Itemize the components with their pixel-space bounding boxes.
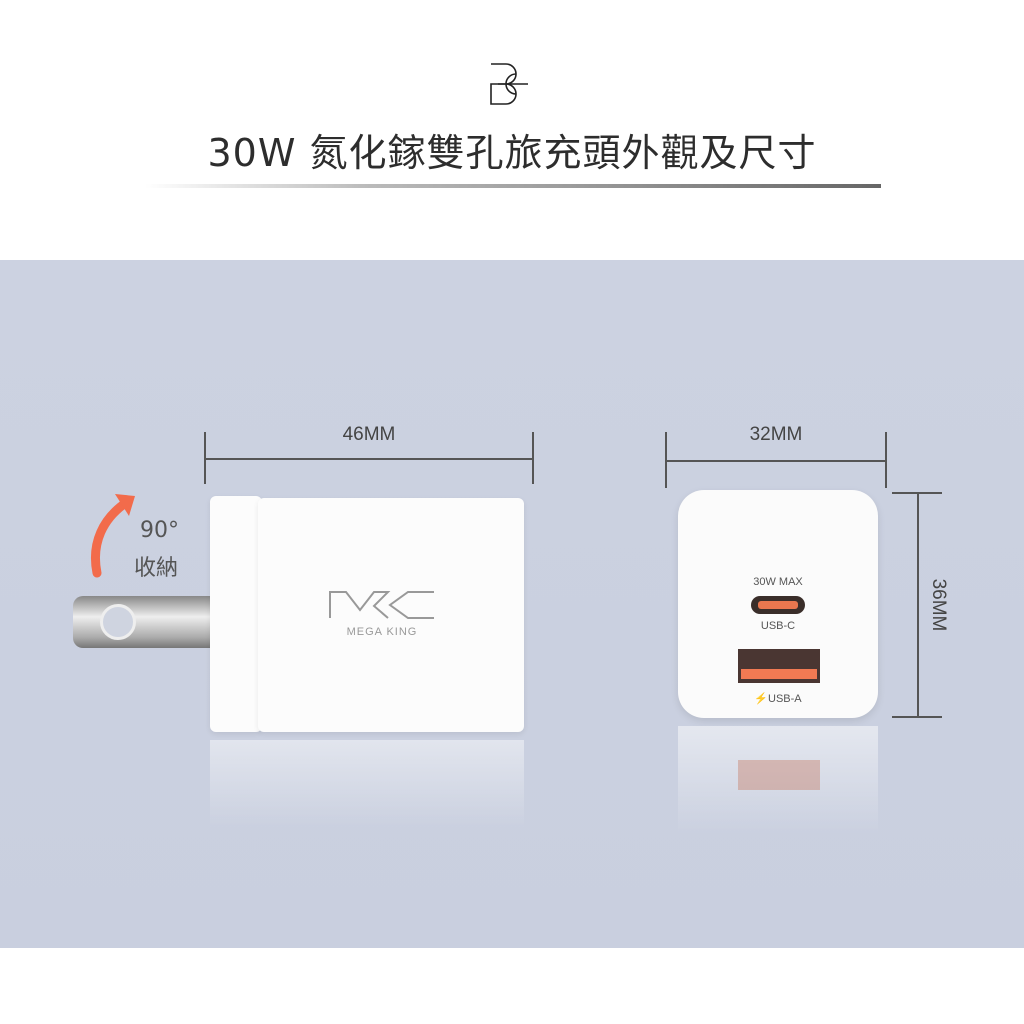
width-dimension-line <box>665 460 887 462</box>
dimension-tick <box>665 432 667 488</box>
brand-logo <box>488 62 538 106</box>
usb-a-reflection <box>738 760 820 790</box>
dimension-tick <box>892 492 942 494</box>
lightning-icon: ⚡ <box>754 693 769 705</box>
usb-c-label: USB-C <box>760 620 796 632</box>
front-height-label: 36MM <box>928 578 949 632</box>
reflection <box>210 740 524 830</box>
rotate-arrow-icon <box>85 488 145 578</box>
dimension-tick <box>892 716 942 718</box>
charger-side-plate <box>210 496 262 732</box>
front-width-label: 32MM <box>749 424 803 445</box>
page-title: 30W 氮化鎵雙孔旅充頭外觀及尺寸 <box>207 131 817 175</box>
height-dimension-line <box>917 492 919 718</box>
fold-label: 收納 <box>134 556 179 581</box>
rotation-label: 90° <box>140 518 179 543</box>
title-underline <box>145 184 881 188</box>
plug-prong <box>73 596 213 648</box>
dimension-tick <box>532 432 534 484</box>
brand-name: MEGA KING <box>346 626 418 638</box>
charger-side-body <box>258 498 524 732</box>
mk-logo <box>328 590 436 620</box>
prong-hole <box>100 604 136 640</box>
dimension-tick <box>885 432 887 488</box>
usb-c-power-label: 30W MAX <box>753 576 803 588</box>
side-width-label: 46MM <box>342 424 396 445</box>
reflection <box>678 726 878 836</box>
dimension-tick <box>204 432 206 484</box>
usb-a-label: USB-A <box>768 693 802 705</box>
usb-a-port <box>738 649 820 683</box>
width-dimension-line <box>204 458 534 460</box>
usb-c-port <box>751 596 805 614</box>
usb-a-label-row: ⚡USB-A <box>678 692 878 705</box>
